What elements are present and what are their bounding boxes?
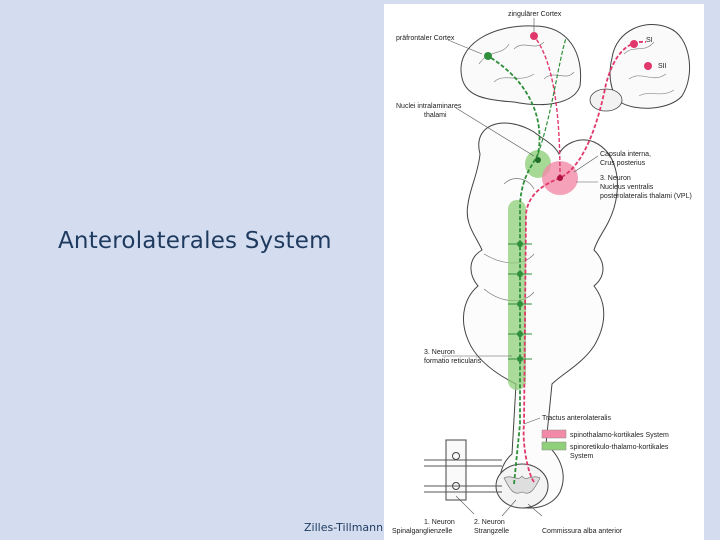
green-node-1 — [517, 241, 523, 247]
green-node-3 — [517, 301, 523, 307]
legend-swatch-pink — [541, 429, 567, 439]
green-node-4 — [517, 331, 523, 337]
label-third-neuron-vpl-2: Nucleus ventralis — [600, 184, 654, 191]
green-node-intralaminar — [535, 157, 541, 163]
spinothalamic-pathway-line — [522, 41, 647, 483]
pink-node-s2 — [644, 62, 652, 70]
label-first-neuron: 1. Neuron — [424, 519, 455, 526]
label-s1: SI — [646, 37, 653, 44]
reticular-formation-column — [508, 200, 526, 390]
slide-title: Anterolaterales System — [58, 228, 332, 254]
left-hemisphere — [460, 25, 582, 106]
anatomy-figure: zingulärer Cortex präfrontaler Cortex SI… — [384, 4, 704, 540]
label-prefrontal-cortex: präfrontaler Cortex — [396, 35, 455, 42]
green-node-prefrontal — [484, 52, 492, 60]
brainstem-outline — [463, 122, 618, 509]
green-node-5 — [517, 356, 523, 362]
label-internal-capsule-2: Crus posterius — [600, 160, 646, 167]
pathway-diagram: zingulärer Cortex präfrontaler Cortex SI… — [392, 11, 692, 535]
pink-node-s1 — [630, 40, 638, 48]
label-intralaminar-nuclei-2: thalami — [424, 112, 447, 119]
spinal-gray-matter — [503, 475, 541, 494]
label-anterolateral-tract: Tractus anterolateralis — [542, 415, 611, 422]
label-third-neuron-reticular: 3. Neuron — [424, 349, 455, 356]
label-third-neuron-vpl-3: posterolateralis thalami (VPL) — [600, 193, 692, 200]
spinoreticular-pathway-line — [487, 55, 541, 485]
label-second-neuron: 2. Neuron — [474, 519, 505, 526]
green-node-2 — [517, 271, 523, 277]
label-s2: SII — [658, 63, 667, 70]
image-credit: Zilles-Tillmann — [304, 521, 384, 534]
label-first-neuron-2: Spinalganglienzelle — [392, 528, 452, 535]
spinal-ganglion-box — [445, 439, 467, 501]
left-hemisphere-gyri — [478, 41, 575, 83]
green-prefrontal-branch — [537, 37, 567, 155]
label-third-neuron-vpl: 3. Neuron — [600, 175, 631, 182]
pink-node-vpl — [557, 175, 563, 181]
cerebellum — [589, 88, 623, 112]
label-commissure: Commissura alba anterior — [542, 528, 623, 535]
label-intralaminar-nuclei: Nuclei intralaminares — [396, 103, 462, 110]
label-cingulate-cortex: zingulärer Cortex — [508, 11, 562, 18]
dorsal-root-lines — [424, 459, 502, 493]
spinal-ganglion-cell-upper — [452, 452, 460, 460]
label-internal-capsule: Capsula interna, — [600, 151, 651, 158]
label-second-neuron-2: Strangzelle — [474, 528, 509, 535]
pink-node-cingulate — [530, 32, 538, 40]
legend-label-spinoreticular: spinoretikulo-thalamo-kortikales — [570, 444, 669, 451]
legend-label-spinothalamic: spinothalamo-kortikales System — [570, 432, 669, 439]
leader-lines — [442, 18, 599, 517]
right-hemisphere-gyri — [623, 41, 675, 97]
label-third-neuron-reticular-2: formatio reticularis — [424, 358, 482, 365]
legend-swatch-green — [541, 441, 567, 451]
spinothalamic-cortex-branch — [533, 35, 561, 179]
legend-label-spinoreticular-2: System — [570, 453, 594, 460]
